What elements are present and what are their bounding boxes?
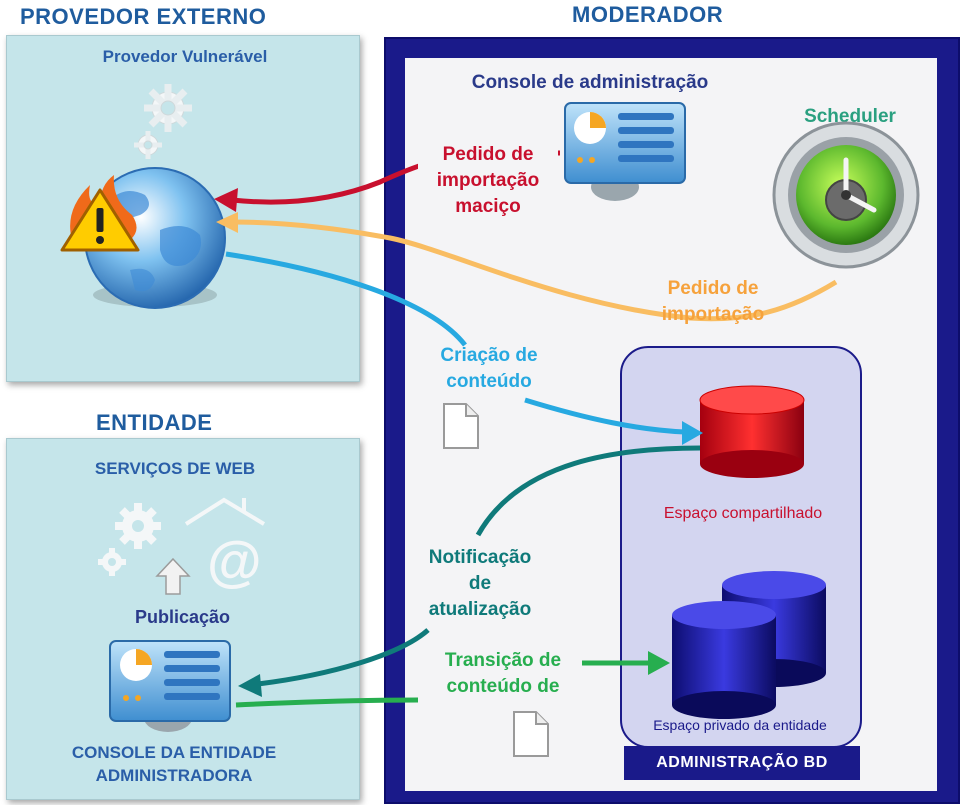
bulk-import-line1: Pedido de: [442, 144, 534, 165]
house-icon: [184, 497, 266, 526]
content-transition-arrow: [235, 697, 419, 708]
entity-console-line2: ADMINISTRADORA: [95, 766, 253, 785]
private-database-icon: [672, 571, 826, 719]
content-transition-label: Transição de conteúdo de: [428, 648, 578, 700]
provider-title: Provedor Vulnerável: [102, 47, 268, 66]
provider-gears-icon: [134, 84, 192, 159]
scheduler-label: Scheduler: [804, 106, 896, 127]
import-request-line1: Pedido de: [667, 278, 759, 299]
admin-console-label: Console de administração: [471, 72, 709, 93]
entity-console-line1: CONSOLE DA ENTIDADE: [71, 743, 277, 762]
content-creation-line1: Criação de: [440, 345, 538, 366]
entity-console-label: CONSOLE DA ENTIDADE ADMINISTRADORA: [24, 741, 324, 787]
at-icon: @: [207, 529, 262, 592]
publication-label: Publicação: [134, 607, 231, 627]
bulk-import-label: Pedido de importação maciço: [418, 142, 558, 220]
shared-database-icon: [699, 385, 805, 478]
document-icon: [513, 711, 549, 757]
import-request-line2: importação: [661, 304, 765, 325]
import-request-arrow: [231, 219, 838, 322]
shared-space-label: Espaço compartilhado: [663, 505, 823, 522]
bulk-import-arrowhead: [214, 188, 238, 212]
update-notification-label: Notificação de atualização: [410, 545, 550, 623]
import-request-label: Pedido de importação: [638, 276, 788, 328]
moderator-header: MODERADOR: [572, 2, 724, 27]
content-creation-arrow: [225, 251, 686, 435]
update-notification-arrow: [257, 445, 701, 687]
bulk-import-line3: maciço: [455, 196, 521, 217]
entity-header: ENTIDADE: [96, 410, 213, 435]
update-notification-line2: de: [468, 573, 492, 594]
content-creation-label: Criação de conteúdo: [424, 343, 554, 395]
content-creation-arrowhead: [682, 421, 703, 445]
document-icon: [443, 403, 479, 449]
bulk-import-line2: importação: [436, 170, 540, 191]
update-notification-line1: Notificação: [428, 547, 532, 568]
svg-text:@: @: [207, 529, 262, 592]
entity-console-icon: [109, 640, 231, 732]
up-arrow-icon: [155, 557, 191, 595]
entity-gears-icon: [98, 503, 161, 576]
admin-console-icon: [564, 102, 686, 201]
entity-panel: [6, 438, 360, 800]
content-creation-line2: conteúdo: [446, 371, 532, 392]
content-transition-line1: Transição de: [444, 650, 562, 671]
private-space-label: Espaço privado da entidade: [653, 717, 827, 733]
import-request-arrowhead: [216, 212, 238, 233]
provider-header: PROVEDOR EXTERNO: [20, 4, 267, 29]
web-services-label: SERVIÇOS DE WEB: [94, 459, 256, 478]
update-notification-line3: atualização: [428, 599, 532, 620]
clock-icon: [772, 121, 920, 269]
content-transition-arrowhead: [648, 651, 670, 675]
content-transition-line2: conteúdo de: [446, 676, 560, 697]
warning-icon: [60, 188, 140, 252]
admin-bd-bar: ADMINISTRAÇÃO BD: [624, 746, 860, 780]
update-notification-arrowhead: [238, 674, 262, 697]
